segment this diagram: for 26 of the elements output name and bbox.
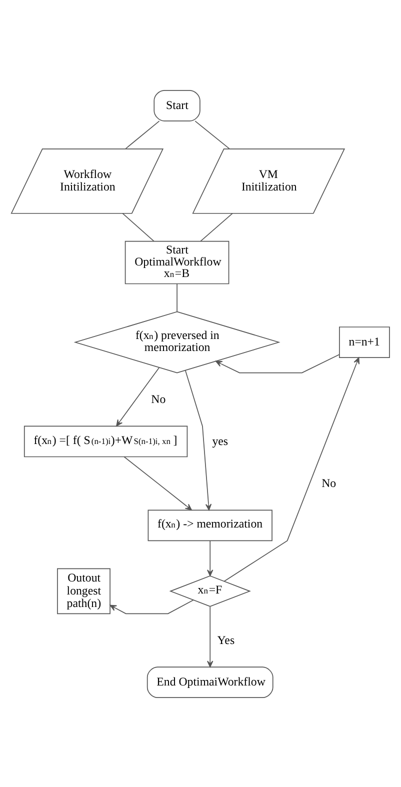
- connector: [200, 212, 233, 242]
- arrow: [184, 369, 212, 510]
- arrow: [224, 356, 360, 582]
- node-box: f(xn) =[ f( S(n-1)i)+WS(n-1)i, xn ]: [24, 425, 188, 457]
- edge-label: No: [151, 392, 166, 406]
- node-box: End OptimaiWorkflow: [146, 666, 274, 698]
- node-box: Start OptimalWorkflow xn=B: [124, 240, 230, 284]
- arrow: [207, 540, 214, 576]
- arrow: [116, 366, 160, 426]
- edge-label: yes: [212, 434, 228, 448]
- arrow: [124, 456, 192, 510]
- node-box: n=n+1: [339, 326, 390, 358]
- connector: [125, 120, 160, 149]
- connector: [176, 282, 178, 312]
- node-box: Outout longest path(n): [57, 568, 110, 614]
- arrow: [207, 606, 214, 667]
- node-diamond: xn=F: [169, 574, 251, 606]
- edge-label: Yes: [217, 632, 235, 646]
- connector: [122, 212, 154, 242]
- node-box: Start: [154, 89, 200, 121]
- arrow: [110, 599, 194, 614]
- node-box: f(xn) -> memorization: [148, 509, 272, 541]
- connector: [194, 120, 230, 149]
- node-diamond: f(xn) preversed in memorization: [74, 310, 280, 373]
- edge-label: No: [322, 476, 336, 490]
- arrow: [215, 354, 340, 373]
